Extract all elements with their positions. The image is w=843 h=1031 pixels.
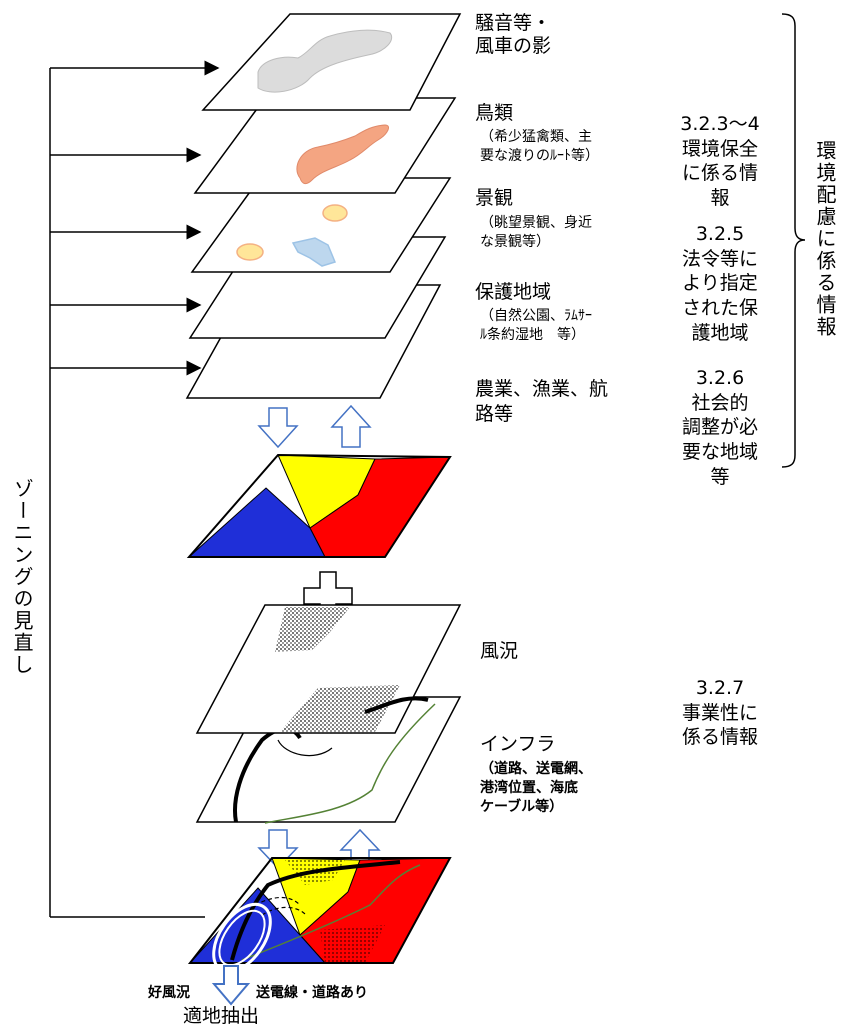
up-arrow-1 [330, 404, 372, 448]
label-wind: 風況 [480, 640, 519, 662]
zoning-map [186, 453, 452, 558]
label-birds-title: 鳥類 [475, 102, 514, 124]
label-infra-title: インフラ [480, 733, 556, 755]
noise-shape [257, 29, 392, 93]
down-arrow-1 [257, 407, 299, 449]
right-bracket [781, 13, 806, 468]
selected-site-inner [218, 909, 266, 967]
label-site-extraction: 適地抽出 [183, 1005, 260, 1027]
result-arrow [211, 965, 251, 1006]
label-agriculture: 農業、漁業、航 路等 [475, 378, 609, 425]
label-good-wind: 好風況 [148, 985, 190, 1001]
label-landscape-sub: （眺望景観、身近 な景観等） [480, 215, 592, 250]
infra-cable [277, 739, 333, 757]
landscape-spot-1 [322, 204, 348, 222]
feedback-lines [49, 60, 220, 918]
section-env-conservation: 3.2.3〜4 環境保全 に係る情 報 [680, 113, 760, 210]
infra-grid-line [264, 703, 436, 824]
section-social-adjustment: 3.2.6 社会的 調整が必 要な地域 等 [681, 367, 758, 488]
label-infra-sub: （道路、送電網、 港湾位置、海底 ケーブル等） [480, 761, 592, 815]
landscape-spot-2 [236, 243, 264, 261]
wind-area-2 [280, 685, 400, 732]
bird-route-shape [296, 124, 389, 185]
section-business-info: 3.2.7 事業性に 係る情報 [681, 677, 758, 749]
section-protected-areas: 3.2.5 法令等に より指定 された保 護地域 [681, 223, 758, 344]
wind-area-1 [275, 607, 350, 652]
side-label-environment: 環境配慮に係る情報 [813, 140, 837, 338]
side-label-zoning-review: ゾーニングの見直し [10, 478, 34, 676]
label-birds-sub: （希少猛禽類、主 要な渡りのﾙｰﾄ等） [480, 129, 599, 164]
label-landscape-title: 景観 [475, 187, 514, 209]
label-grid-road: 送電線・道路あり [256, 985, 368, 1001]
label-protected-title: 保護地域 [475, 281, 552, 303]
selected-site-outer [212, 902, 272, 974]
label-protected-sub: （自然公園、ﾗﾑｻｰ ﾙ条約湿地 等） [480, 308, 592, 343]
final-map [187, 857, 452, 974]
label-noise-text: 騒音等・ 風車の影 [475, 12, 552, 57]
wind-road [364, 696, 429, 714]
label-noise: 騒音等・ 風車の影 [475, 12, 551, 58]
landscape-spot-3 [291, 237, 337, 267]
